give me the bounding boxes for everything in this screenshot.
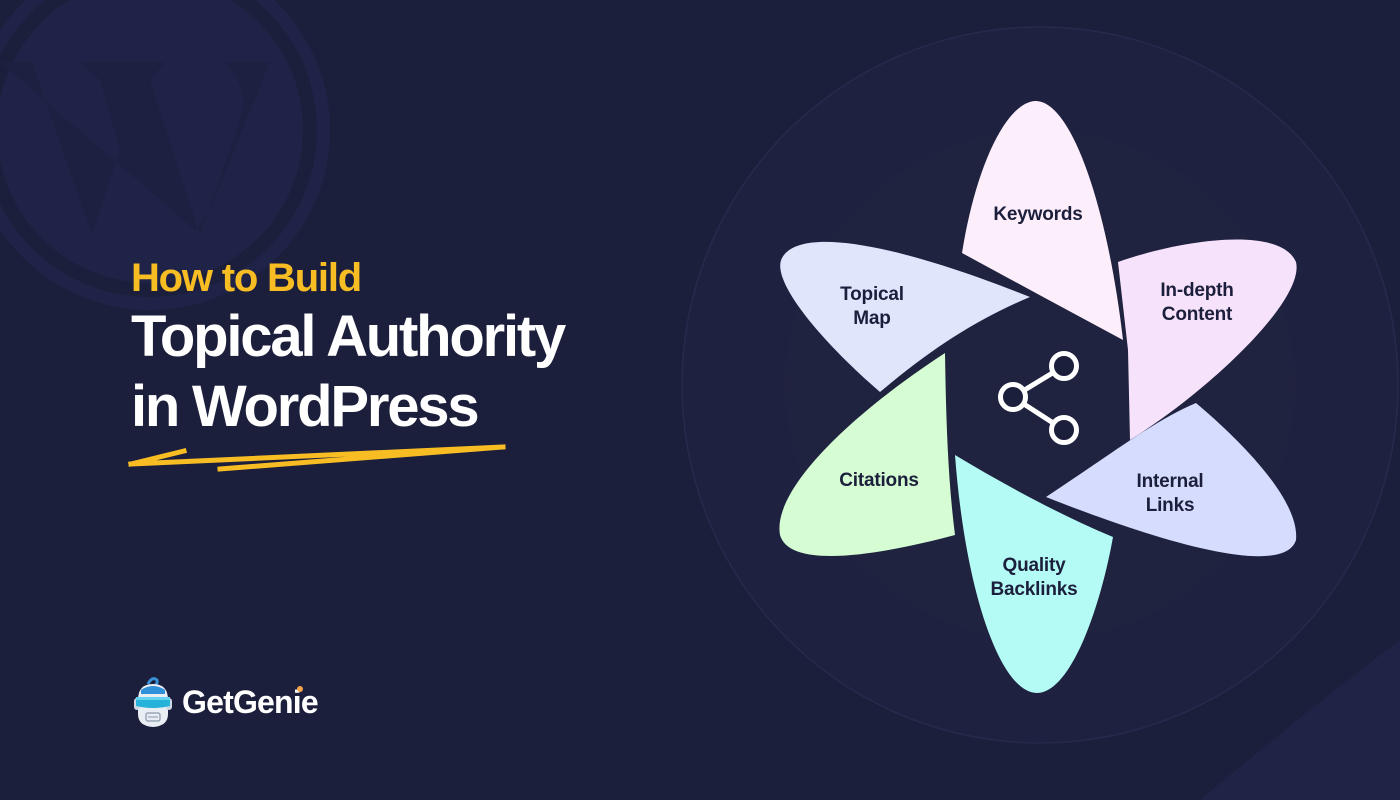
petal-in-depth-content — [1118, 239, 1297, 440]
petal-label-internal-links: Internal Links — [1136, 471, 1204, 516]
petal-keywords — [962, 100, 1123, 341]
petal-label-topical-map: Topical Map — [840, 284, 904, 329]
petal-internal-links — [1046, 403, 1297, 557]
brand-name: GetGenie — [182, 683, 319, 720]
petal-citations — [779, 353, 955, 556]
headline-title-line-1: Topical Authority — [131, 304, 566, 369]
petal-topical-map — [780, 241, 1030, 392]
petal-label-keywords: Keywords — [993, 204, 1083, 225]
robot-genie-icon — [134, 677, 172, 727]
petal-quality-backlinks — [955, 455, 1113, 693]
brand-logo: GetGenie — [132, 674, 319, 730]
brand-accent-dot — [296, 685, 303, 692]
headline-title-line-2: in WordPress — [131, 374, 480, 439]
headline: How to Build Topical Authority in WordPr… — [131, 254, 566, 442]
scribble-underline — [128, 444, 506, 472]
petal-label-in-depth-content: In-depth Content — [1160, 280, 1234, 325]
petal-label-citations: Citations — [839, 470, 919, 491]
wordpress-logo-icon — [0, 0, 330, 310]
petal-label-quality-backlinks: Quality Backlinks — [990, 555, 1078, 600]
headline-kicker: How to Build — [131, 256, 362, 300]
share-icon — [998, 351, 1079, 445]
